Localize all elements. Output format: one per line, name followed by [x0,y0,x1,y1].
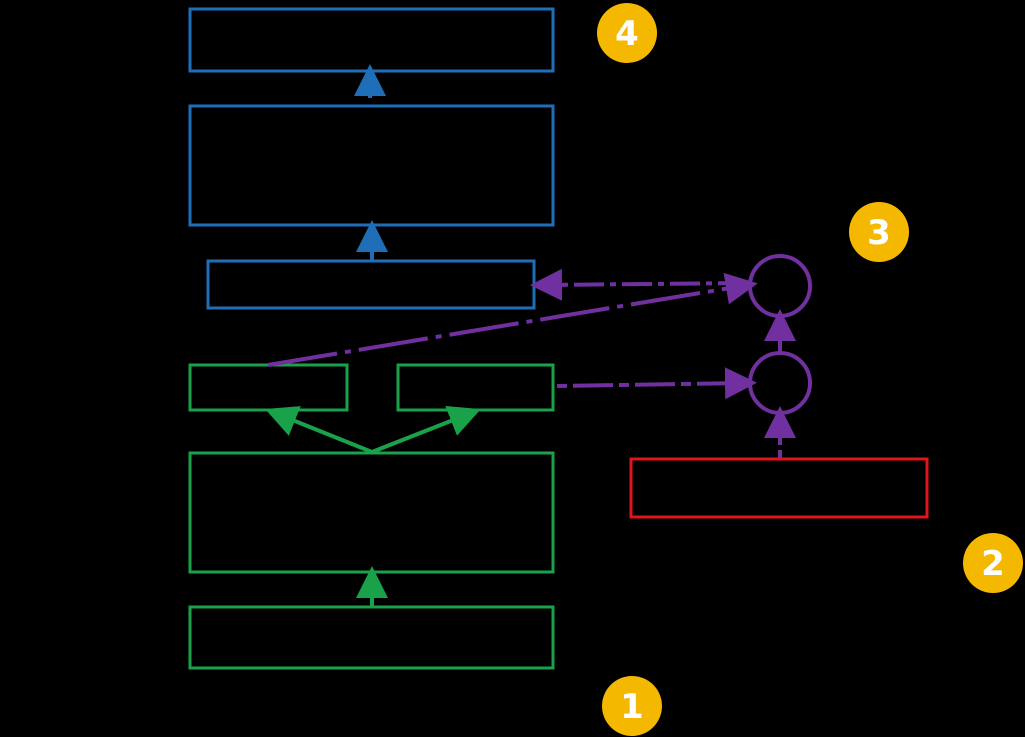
green-large-box [188,451,555,574]
blue-small-box [206,259,536,310]
bottom-input-box [188,605,555,670]
badge-4-label: 4 [615,14,639,54]
badge-1: 1 [602,676,662,736]
upper-large-box [188,104,555,227]
badge-3: 3 [849,202,909,262]
badge-2: 2 [963,533,1023,593]
watermark-url: http://blog.csdn.net/JackyTintin [693,706,1002,725]
green-left-box [188,363,349,412]
purple-lower-node [748,351,812,415]
green-arrow-to-left [265,406,373,454]
purple-upper-node [748,254,812,318]
badge-1-label: 1 [620,687,644,727]
green-arrow-to-right [371,405,481,454]
top-output-box [188,7,555,73]
purple-arrow-to-blue-small [530,268,749,301]
badge-4: 4 [597,3,657,63]
red-box-label: 从Word比对样本 [665,472,892,507]
green-right-box [396,363,555,412]
badge-2-label: 2 [981,544,1005,584]
red-box [629,457,929,519]
purple-arrow-right-box-to-lower-node [556,367,757,400]
badge-3-label: 3 [867,213,891,253]
purple-line-left-box-to-upper-node [267,272,758,367]
